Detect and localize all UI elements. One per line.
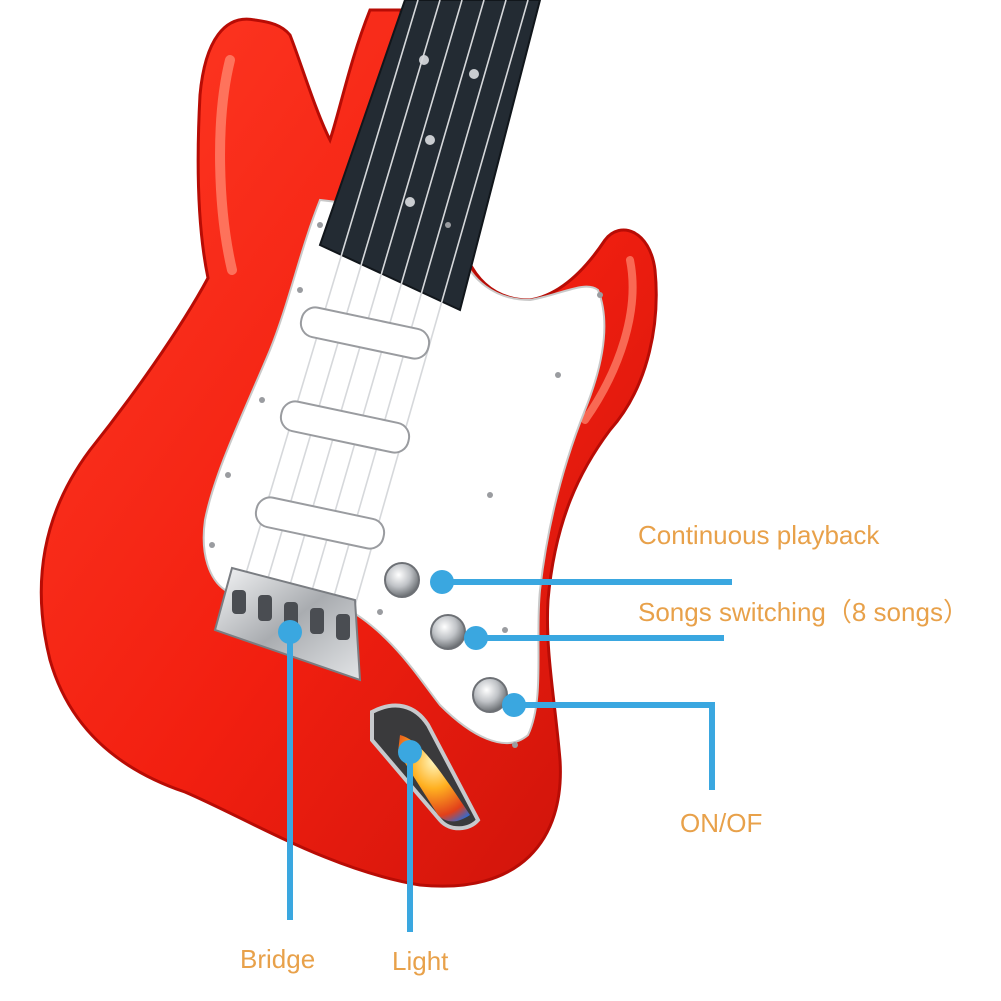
callout-dots [278, 570, 526, 764]
pickup [299, 306, 431, 360]
pickguard-screws [209, 222, 603, 748]
body-highlight [215, 55, 237, 275]
fret-marker [469, 69, 479, 79]
pickup [279, 400, 411, 454]
fret-marker [425, 135, 435, 145]
fret-marker [405, 197, 415, 207]
songs-switching-knob[interactable] [430, 614, 466, 650]
body-highlight-right [581, 256, 637, 424]
label-on-off: ON/OF [680, 808, 763, 838]
continuous-playback-knob[interactable] [384, 562, 420, 598]
label-songs-switching: Songs switching（8 songs） [638, 597, 969, 627]
on-off-knob[interactable] [472, 677, 508, 713]
fretboard [318, 0, 542, 312]
pickup [254, 496, 386, 550]
label-continuous-playback: Continuous playback [638, 520, 880, 550]
label-bridge: Bridge [240, 944, 316, 974]
label-light: Light [392, 946, 449, 976]
callout-lines [287, 579, 732, 932]
pickguard [202, 198, 606, 745]
